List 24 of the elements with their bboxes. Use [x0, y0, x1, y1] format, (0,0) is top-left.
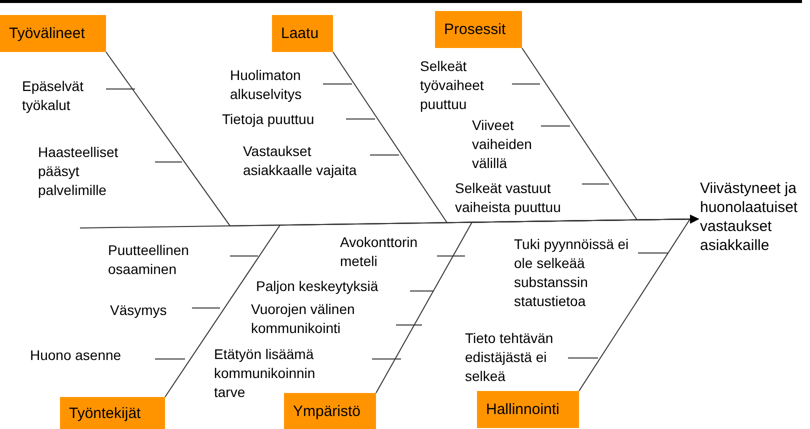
- cause-label: Tieto tehtävän edistäjästä ei selkeä: [465, 329, 554, 386]
- category-box: Ympäristö: [284, 393, 376, 429]
- cause-label: Avokonttorin meteli: [340, 233, 419, 271]
- category-box: Laatu: [272, 15, 333, 52]
- cause-label: Haasteelliset pääsyt palvelimille: [38, 143, 120, 200]
- cause-label: Huolimaton alkuselvitys: [230, 66, 303, 104]
- cause-label: Tuki pyynnöissä ei ole selkeää substanssin statustietoa: [514, 235, 630, 311]
- cause-label: Vuorojen välinen kommunikointi: [251, 300, 356, 338]
- cause-label: Selkeät vastuut vaiheista puuttuu: [455, 179, 562, 217]
- effect-text: Viivästyneet ja huonolaatuiset vastaukset asiakkaille: [700, 179, 810, 255]
- cause-label: Viiveet vaiheiden välillä: [472, 116, 533, 173]
- cause-label: Puutteellinen osaaminen: [108, 241, 190, 279]
- cause-label: Selkeät työvaiheet puuttuu: [420, 57, 485, 114]
- cause-label: Tietoja puuttuu: [222, 110, 314, 129]
- category-box: Prosessit: [435, 11, 522, 48]
- cause-label: Epäselvät työkalut: [22, 77, 84, 115]
- category-box: Työntekijät: [60, 397, 165, 429]
- category-box: Hallinnointi: [477, 391, 579, 428]
- cause-label: Vastaukset asiakkaalle vajaita: [243, 142, 358, 180]
- cause-label: Väsymys: [110, 301, 167, 320]
- bone-line: [578, 214, 699, 392]
- cause-label: Paljon keskeytyksiä: [256, 277, 378, 296]
- cause-label: Huono asenne: [30, 346, 122, 365]
- category-box: Työvälineet: [0, 15, 106, 52]
